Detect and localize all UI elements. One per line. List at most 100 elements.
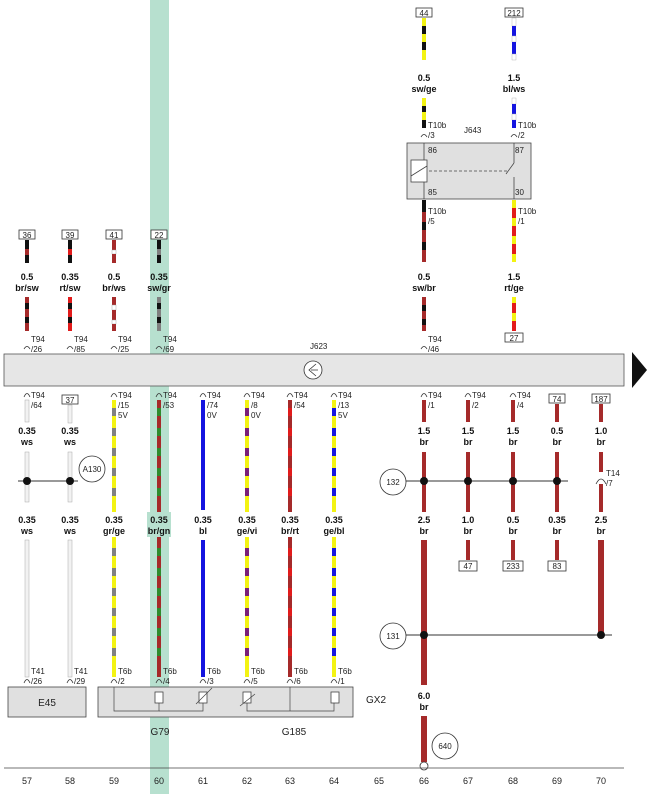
color-70-mid: rt/ge bbox=[504, 283, 524, 293]
size-59-top: 0.5 bbox=[108, 272, 121, 282]
pin-64-end: /1 bbox=[338, 677, 345, 686]
pin-59-top: /25 bbox=[118, 345, 130, 354]
ref-69-bottom: 83 bbox=[553, 562, 562, 571]
color2-66-bottom: br bbox=[420, 526, 429, 536]
size-61-bottom: 0.35 bbox=[194, 515, 212, 525]
color2-67-bottom: br bbox=[464, 526, 473, 536]
module-e45-label: E45 bbox=[38, 698, 56, 709]
color2-70-bottom: br bbox=[597, 526, 606, 536]
color-70-bottom: br bbox=[597, 437, 606, 447]
wire-58-top: 39 0.35 rt/sw T94 /85 bbox=[59, 229, 88, 354]
wire-60-bottom: T94 /53 0.35 br/gn T6b /4 bbox=[147, 391, 177, 686]
conn-60-bottom: T94 bbox=[163, 391, 177, 400]
pin-66-relay: /3 bbox=[428, 131, 435, 140]
size3-66-bottom: 6.0 bbox=[418, 691, 431, 701]
ref-58-top: 39 bbox=[66, 231, 75, 240]
conn-57-end: T41 bbox=[31, 667, 45, 676]
module-gx2-label: GX2 bbox=[366, 695, 386, 706]
relay-pin-30: 30 bbox=[515, 188, 524, 197]
relay-pin-86: 86 bbox=[428, 146, 437, 155]
color-61-bottom: bl bbox=[199, 526, 207, 536]
column-65: 65 bbox=[374, 776, 384, 786]
color-66-bottom: br bbox=[420, 437, 429, 447]
relay-pin-87: 87 bbox=[515, 146, 524, 155]
conn-61-bottom: T94 bbox=[207, 391, 221, 400]
conn-58-end: T41 bbox=[74, 667, 88, 676]
wire-66-relay: 44 0.5 sw/ge T10b /3 bbox=[411, 7, 447, 140]
size2-67-bottom: 1.0 bbox=[462, 515, 475, 525]
splice-131: 131 bbox=[379, 622, 612, 650]
wire-70-relay: 212 1.5 bl/ws T10b /2 bbox=[503, 7, 537, 140]
size2-57-bottom: 0.35 bbox=[18, 515, 36, 525]
ref-58-bottom: 37 bbox=[66, 396, 75, 405]
wire-58-bottom: 37 0.35 ws 0.35 ws T41 /29 bbox=[61, 394, 88, 686]
pin-70-bottom: /7 bbox=[606, 479, 613, 488]
conn-59-top: T94 bbox=[118, 335, 132, 344]
color-58-bottom: ws bbox=[63, 437, 76, 447]
circle-640-label: 640 bbox=[438, 742, 452, 751]
column-scale: 57 58 59 60 61 62 63 64 65 66 67 68 69 7… bbox=[4, 767, 624, 786]
conn-64-end: T6b bbox=[338, 667, 352, 676]
module-gx2: GX2 G79 G185 bbox=[97, 686, 386, 738]
conn-64-bottom: T94 bbox=[338, 391, 352, 400]
size-66-top: 0.5 bbox=[418, 272, 431, 282]
size-60-bottom: 0.35 bbox=[150, 515, 168, 525]
relay-j643-label: J643 bbox=[464, 126, 482, 135]
conn-66-bottom: T94 bbox=[428, 391, 442, 400]
conn-70-bottom: T14 bbox=[606, 469, 620, 478]
column-69: 69 bbox=[552, 776, 562, 786]
color-58-top: rt/sw bbox=[59, 283, 81, 293]
wire-57-bottom: T94 /64 0.35 ws 0.35 ws T41 /26 bbox=[18, 391, 45, 686]
color2-58-bottom: ws bbox=[63, 526, 76, 536]
pin-63-bottom: /54 bbox=[294, 401, 306, 410]
conn-63-bottom: T94 bbox=[294, 391, 308, 400]
color-69-bottom: br bbox=[553, 437, 562, 447]
wire-57-top: 36 0.5 br/sw T94 /26 bbox=[15, 229, 45, 354]
column-63: 63 bbox=[285, 776, 295, 786]
color-62-bottom: ge/vi bbox=[237, 526, 258, 536]
color-63-bottom: br/rt bbox=[281, 526, 299, 536]
size-64-bottom: 0.35 bbox=[325, 515, 343, 525]
size-66-bottom: 1.5 bbox=[418, 426, 431, 436]
pin-57-top: /26 bbox=[31, 345, 43, 354]
ref-70-top: 187 bbox=[594, 395, 608, 404]
ref-68-bottom: 233 bbox=[506, 562, 520, 571]
conn-66-relay-bottom: T10b bbox=[428, 207, 447, 216]
conn-66-top: T94 bbox=[428, 335, 442, 344]
size-70-mid: 1.5 bbox=[508, 272, 521, 282]
color-59-top: br/ws bbox=[102, 283, 126, 293]
size-70-bottom: 1.0 bbox=[595, 426, 608, 436]
pin-61-bottom: /74 bbox=[207, 401, 219, 410]
size-57-bottom: 0.35 bbox=[18, 426, 36, 436]
column-64: 64 bbox=[329, 776, 339, 786]
ground-640: 640 bbox=[431, 732, 459, 760]
pin-59-end: /2 bbox=[118, 677, 125, 686]
pin-59-bottom: /15 bbox=[118, 401, 130, 410]
pin-60-top: /69 bbox=[163, 345, 175, 354]
relay-j643: J643 86 87 85 30 bbox=[406, 126, 532, 200]
size-62-bottom: 0.35 bbox=[238, 515, 256, 525]
conn-58-top: T94 bbox=[74, 335, 88, 344]
column-58: 58 bbox=[65, 776, 75, 786]
wire-64-bottom: T94 /13 5V 0.35 ge/bl T6b /1 bbox=[322, 391, 352, 686]
color-66-top: sw/br bbox=[412, 283, 436, 293]
volt-64-bottom: 5V bbox=[338, 411, 348, 420]
pin-64-bottom: /13 bbox=[338, 401, 350, 410]
color2-69-bottom: br bbox=[553, 526, 562, 536]
conn-57-top: T94 bbox=[31, 335, 45, 344]
wire-66-mid: T10b /5 0.5 sw/br T94 /46 bbox=[412, 200, 447, 354]
conn-59-bottom: T94 bbox=[118, 391, 132, 400]
ref-70-relay: 212 bbox=[507, 9, 521, 18]
column-66: 66 bbox=[419, 776, 429, 786]
volt-61-bottom: 0V bbox=[207, 411, 217, 420]
wire-59-top: 41 0.5 br/ws T94 /25 bbox=[102, 229, 132, 354]
column-70: 70 bbox=[596, 776, 606, 786]
color-64-bottom: ge/bl bbox=[323, 526, 344, 536]
ref-60-top: 22 bbox=[155, 231, 164, 240]
highlight-column-60 bbox=[150, 0, 169, 794]
pin-70-relay-bottom: /1 bbox=[518, 217, 525, 226]
size-66-relay: 0.5 bbox=[418, 73, 431, 83]
ref-69-top: 74 bbox=[553, 395, 562, 404]
pin-57-end: /26 bbox=[31, 677, 43, 686]
conn-57-bottom: T94 bbox=[31, 391, 45, 400]
